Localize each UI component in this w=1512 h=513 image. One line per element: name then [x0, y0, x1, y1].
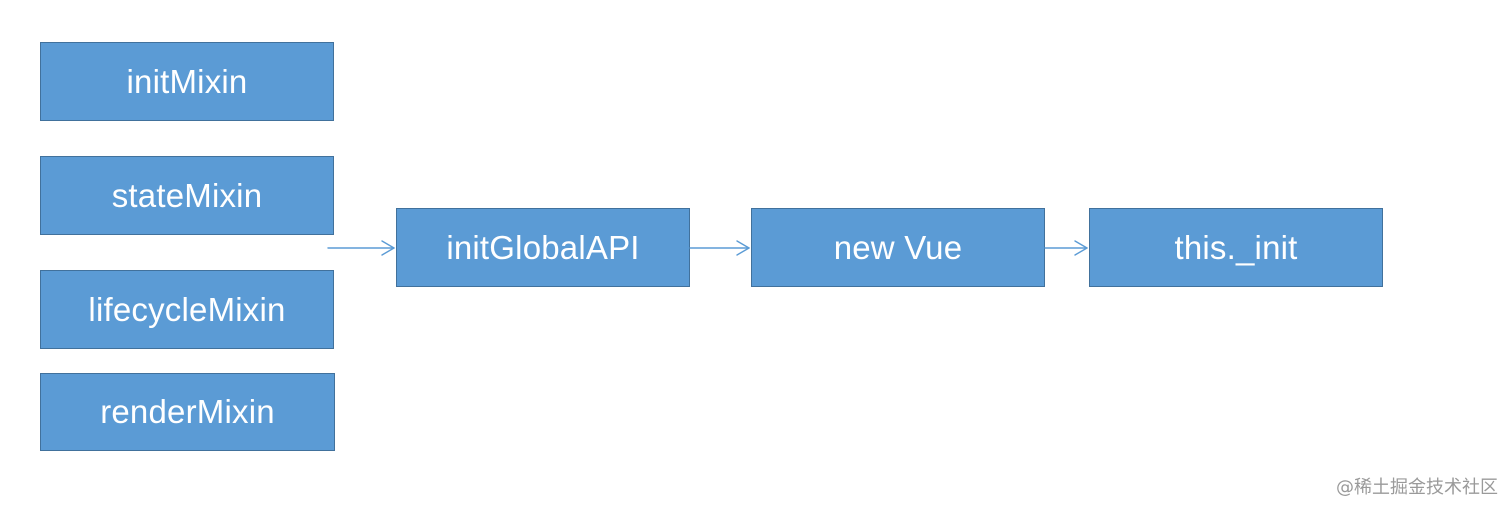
arrow-new-vue-to-this-init [1044, 240, 1088, 256]
node-initmixin: initMixin [40, 42, 334, 121]
arrow-initglobalapi-to-new-vue [689, 240, 750, 256]
node-label: renderMixin [100, 393, 275, 430]
node-initglobalapi: initGlobalAPI [396, 208, 690, 287]
node-label: stateMixin [111, 176, 263, 214]
node-statemixin: stateMixin [40, 156, 334, 235]
node-lifecyclemixin: lifecycleMixin [40, 270, 334, 349]
node-label: initGlobalAPI [446, 228, 640, 266]
node-label: new Vue [833, 228, 963, 266]
watermark: @稀土掘金技术社区 [1336, 477, 1498, 498]
node-rendermixin: renderMixin [40, 373, 335, 451]
node-new-vue: new Vue [751, 208, 1045, 287]
node-label: this._init [1174, 228, 1298, 266]
node-label: lifecycleMixin [88, 290, 286, 328]
node-label: initMixin [126, 62, 248, 100]
node-this-init: this._init [1089, 208, 1383, 287]
arrow-mixins-to-initglobalapi [327, 240, 395, 256]
